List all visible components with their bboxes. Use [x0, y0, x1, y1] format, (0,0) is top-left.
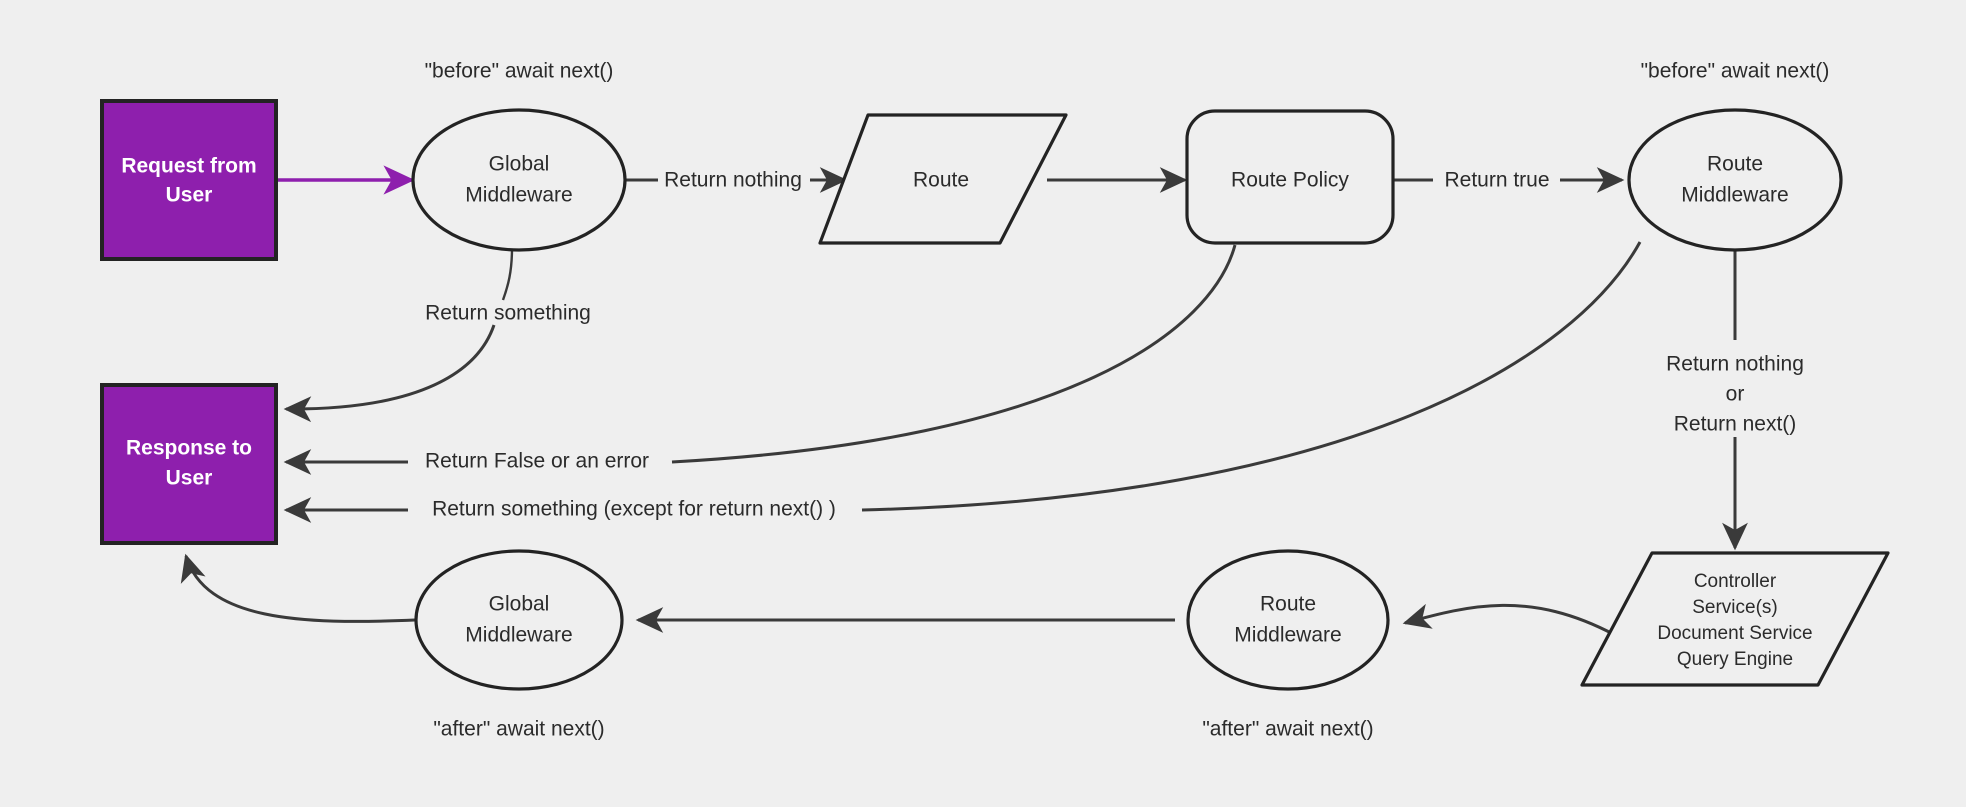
annotation-after-route: "after" await next() — [1202, 718, 1373, 741]
node-request-from-user[interactable]: Request from User — [100, 99, 278, 261]
edge-label-return-nothing: Return nothing — [664, 169, 802, 192]
edge-global-return-something-curve — [283, 324, 496, 423]
global-mw-before-line2: Middleware — [465, 184, 572, 207]
route-mw-after-line1: Route — [1260, 593, 1316, 616]
edge-label-return-nothing-or-next-line3: Return next() — [1674, 413, 1797, 436]
node-global-middleware-after[interactable]: Global Middleware — [414, 549, 624, 691]
node-route-policy[interactable]: Route Policy — [1185, 109, 1395, 245]
controller-line1: Controller — [1694, 571, 1777, 592]
node-route-middleware-before[interactable]: Route Middleware — [1627, 108, 1843, 252]
edge-label-return-nothing-or-next-line1: Return nothing — [1666, 353, 1804, 376]
controller-line4: Query Engine — [1677, 649, 1793, 670]
node-response-to-user[interactable]: Response to User — [100, 383, 278, 545]
request-box-line2: User — [166, 184, 213, 207]
route-mw-before-line1: Route — [1707, 153, 1763, 176]
global-mw-before-line1: Global — [489, 153, 550, 176]
global-mw-after-line2: Middleware — [465, 624, 572, 647]
edge-label-return-nothing-or-next-line2: or — [1726, 383, 1745, 406]
controller-line3: Document Service — [1657, 623, 1812, 644]
request-box-line1: Request from — [121, 155, 256, 178]
node-controller-services[interactable]: Controller Service(s) Document Service Q… — [1580, 551, 1890, 687]
edge-label-return-something-except: Return something (except for return next… — [432, 498, 836, 521]
edge-global-return-something-stub — [501, 247, 514, 301]
annotation-after-global: "after" await next() — [433, 718, 604, 741]
edge-policy-return-false-curve — [671, 244, 1237, 464]
node-global-middleware-before[interactable]: Global Middleware — [411, 108, 627, 252]
response-box-line2: User — [166, 467, 213, 490]
global-mw-after-line1: Global — [489, 593, 550, 616]
edge-global-mw-after-to-response — [180, 553, 416, 623]
response-box-line1: Response to — [126, 437, 252, 460]
edge-route-mw-return-something-curve — [861, 241, 1642, 512]
route-label: Route — [913, 169, 969, 192]
node-route-middleware-after[interactable]: Route Middleware — [1186, 549, 1390, 691]
edge-label-return-something: Return something — [425, 302, 591, 325]
node-route[interactable]: Route — [818, 113, 1068, 245]
edge-label-return-false-or-error: Return False or an error — [425, 450, 649, 473]
edge-controller-to-route-mw-after — [1402, 603, 1616, 637]
edge-label-return-true: Return true — [1444, 169, 1549, 192]
annotation-before-global: "before" await next() — [425, 60, 614, 83]
annotation-before-route: "before" await next() — [1641, 60, 1830, 83]
route-mw-after-line2: Middleware — [1234, 624, 1341, 647]
route-policy-label: Route Policy — [1231, 169, 1349, 192]
controller-line2: Service(s) — [1692, 597, 1778, 618]
route-mw-before-line2: Middleware — [1681, 184, 1788, 207]
